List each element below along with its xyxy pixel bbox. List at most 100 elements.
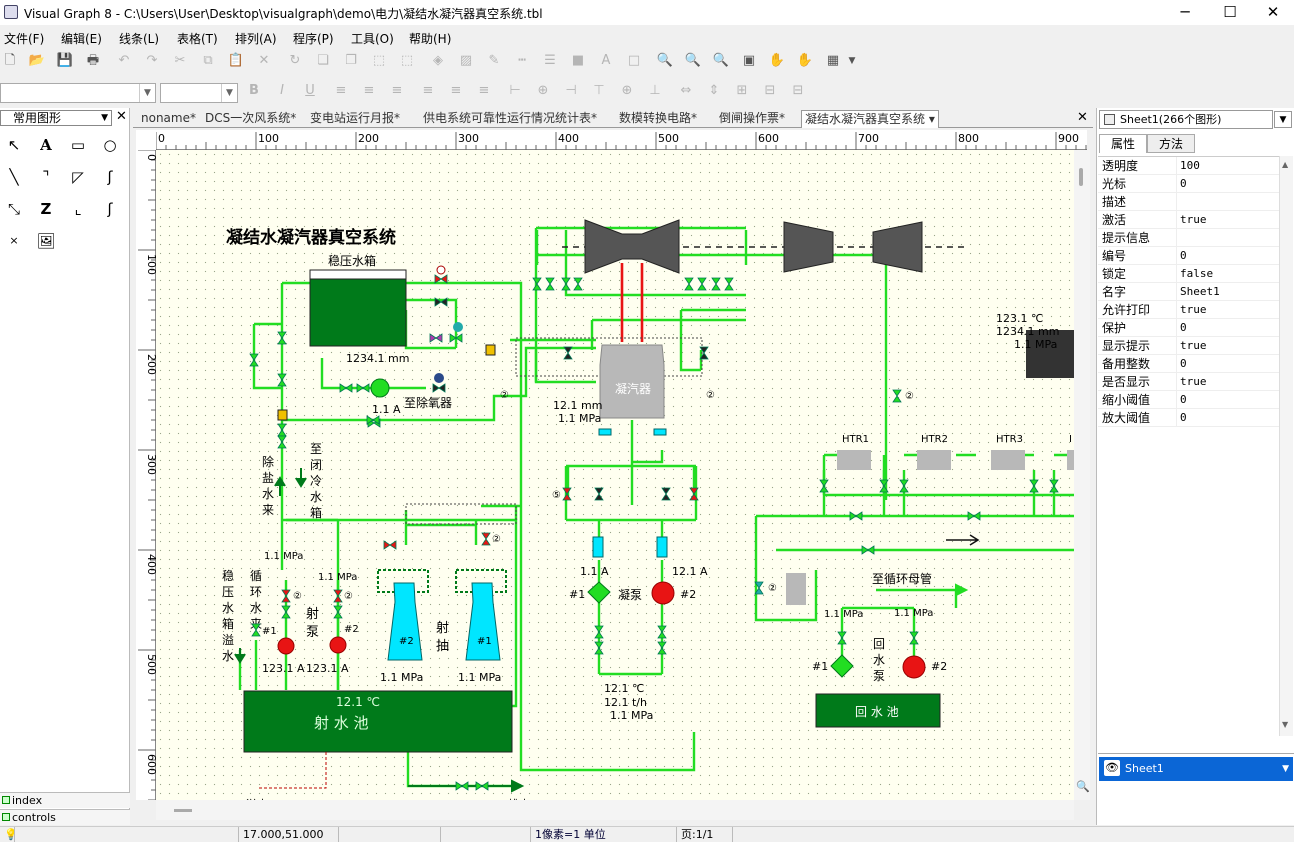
pointer-tool-icon[interactable]: ↖ — [7, 136, 21, 154]
italic-icon[interactable]: I — [280, 83, 284, 98]
valve[interactable] — [277, 373, 287, 387]
line-style-icon[interactable]: ┅ — [518, 53, 526, 68]
connector-tool-icon[interactable]: ⤡ — [7, 200, 20, 218]
property-value[interactable]: 0 — [1180, 321, 1187, 334]
property-value[interactable]: 100 — [1180, 159, 1200, 172]
print-icon[interactable]: 🖶 — [86, 53, 100, 68]
valve[interactable] — [1029, 479, 1039, 493]
valve[interactable] — [837, 631, 847, 645]
ungroup-icon[interactable]: ❐ — [345, 53, 357, 68]
ejector-pump-1[interactable] — [277, 637, 295, 655]
close-button[interactable]: ✕ — [1266, 3, 1280, 21]
surge-tank[interactable] — [309, 269, 407, 347]
tab-substation[interactable]: 变电站运行月报* — [310, 111, 401, 125]
menu-file[interactable]: 文件(F) — [4, 32, 45, 46]
valve[interactable] — [356, 383, 370, 393]
zoom-out-icon[interactable]: 🔍 — [684, 53, 702, 68]
valve[interactable] — [1049, 479, 1059, 493]
tab-methods[interactable]: 方法 — [1147, 134, 1195, 153]
valve[interactable] — [967, 511, 981, 521]
valve[interactable] — [909, 631, 919, 645]
grid-icon[interactable]: ▦ — [826, 53, 840, 68]
valve[interactable] — [661, 487, 671, 501]
same-height-icon[interactable]: ⇕ — [708, 83, 720, 98]
valve[interactable] — [475, 781, 489, 791]
zoom-page-icon[interactable]: ▣ — [742, 53, 756, 68]
valve[interactable] — [449, 333, 463, 343]
valve[interactable] — [281, 589, 291, 603]
property-value[interactable]: 0 — [1180, 249, 1187, 262]
condensate-pump-1[interactable] — [587, 581, 611, 604]
tab-condenser[interactable]: 凝结水凝汽器真空系统 ▾ — [801, 110, 939, 128]
shadow-icon[interactable]: ■ — [571, 53, 585, 68]
return-pool[interactable] — [815, 693, 941, 728]
v-space-icon[interactable]: ⊟ — [792, 83, 804, 98]
bring-front-icon[interactable]: ⬚ — [372, 53, 386, 68]
valve[interactable] — [594, 641, 604, 655]
group-icon[interactable]: ❏ — [317, 53, 329, 68]
grid-dropdown-icon[interactable]: ▼ — [848, 56, 856, 66]
valve[interactable] — [532, 277, 542, 291]
font-size-combo[interactable]: ▼ — [160, 83, 238, 103]
valve[interactable] — [879, 479, 889, 493]
property-value[interactable]: Sheet1 — [1180, 285, 1220, 298]
curve-connector-tool-icon[interactable]: ʃ — [107, 200, 113, 218]
tab-reliability[interactable]: 供电系统可靠性运行情况统计表* — [423, 111, 598, 125]
ejector-pump-2[interactable] — [329, 636, 347, 654]
chevron-down-icon[interactable]: ▼ — [1274, 111, 1292, 128]
property-value[interactable]: false — [1180, 267, 1214, 280]
valve[interactable] — [563, 346, 573, 360]
rotate-icon[interactable]: ↻ — [289, 53, 301, 68]
open-folder-icon[interactable]: 📂 — [28, 53, 46, 68]
water-ejector-2[interactable] — [387, 582, 423, 661]
line-tool-icon[interactable]: ╲ — [9, 168, 19, 186]
property-value[interactable]: true — [1180, 303, 1207, 316]
same-width-icon[interactable]: ⇔ — [680, 83, 692, 98]
property-value[interactable]: true — [1180, 339, 1207, 352]
valve[interactable] — [562, 487, 572, 501]
close-icon[interactable]: ✕ — [116, 109, 127, 124]
panel-tab-controls[interactable]: controls — [0, 809, 130, 825]
valve[interactable] — [861, 545, 875, 555]
pattern-icon[interactable]: ▨ — [459, 53, 473, 68]
tab-switching[interactable]: 倒闸操作票* — [719, 111, 786, 125]
valve[interactable] — [383, 540, 397, 550]
valve[interactable] — [277, 423, 287, 437]
image-tool-icon[interactable]: 🖼 — [36, 232, 56, 250]
tab-properties[interactable]: 属性 — [1099, 134, 1147, 153]
align-objects-bottom-icon[interactable]: ⊥ — [649, 83, 661, 98]
valve[interactable] — [684, 277, 694, 291]
paste-icon[interactable]: 📋 — [227, 53, 245, 68]
valve[interactable] — [333, 605, 343, 619]
valve[interactable] — [277, 435, 287, 449]
font-color-icon[interactable]: A — [601, 53, 611, 68]
ellipse-tool-icon[interactable]: ○ — [103, 136, 117, 154]
bold-icon[interactable]: B — [249, 83, 259, 98]
h-space-icon[interactable]: ⊟ — [764, 83, 776, 98]
valve[interactable] — [594, 487, 604, 501]
valign-top-icon[interactable]: ≡ — [422, 83, 434, 98]
valve[interactable] — [657, 641, 667, 655]
property-value[interactable]: 0 — [1180, 411, 1187, 424]
eye-icon[interactable]: 👁 — [1104, 760, 1120, 776]
align-right-icon[interactable]: ≡ — [391, 83, 403, 98]
cross-tool-icon[interactable]: × — [9, 234, 19, 247]
heater-htr1[interactable] — [837, 450, 871, 470]
makeup-pump[interactable] — [370, 378, 390, 398]
property-value[interactable]: true — [1180, 213, 1207, 226]
valve[interactable] — [432, 383, 446, 393]
tab-dcs[interactable]: DCS一次风系统* — [205, 111, 297, 125]
property-value[interactable]: true — [1180, 375, 1207, 388]
valve[interactable] — [892, 389, 902, 403]
condenser-vacuum-diagram[interactable]: 凝结水凝汽器真空系统 稳压水箱 1234.1 mm 至除氧器 1.1 A 除 盐… — [156, 150, 1074, 800]
panel-tab-index[interactable]: index — [0, 792, 130, 808]
menu-help[interactable]: 帮助(H) — [409, 32, 452, 46]
heater-htr4[interactable] — [1067, 450, 1074, 470]
new-file-icon[interactable]: 🗋 — [4, 53, 16, 68]
valve[interactable] — [594, 625, 604, 639]
